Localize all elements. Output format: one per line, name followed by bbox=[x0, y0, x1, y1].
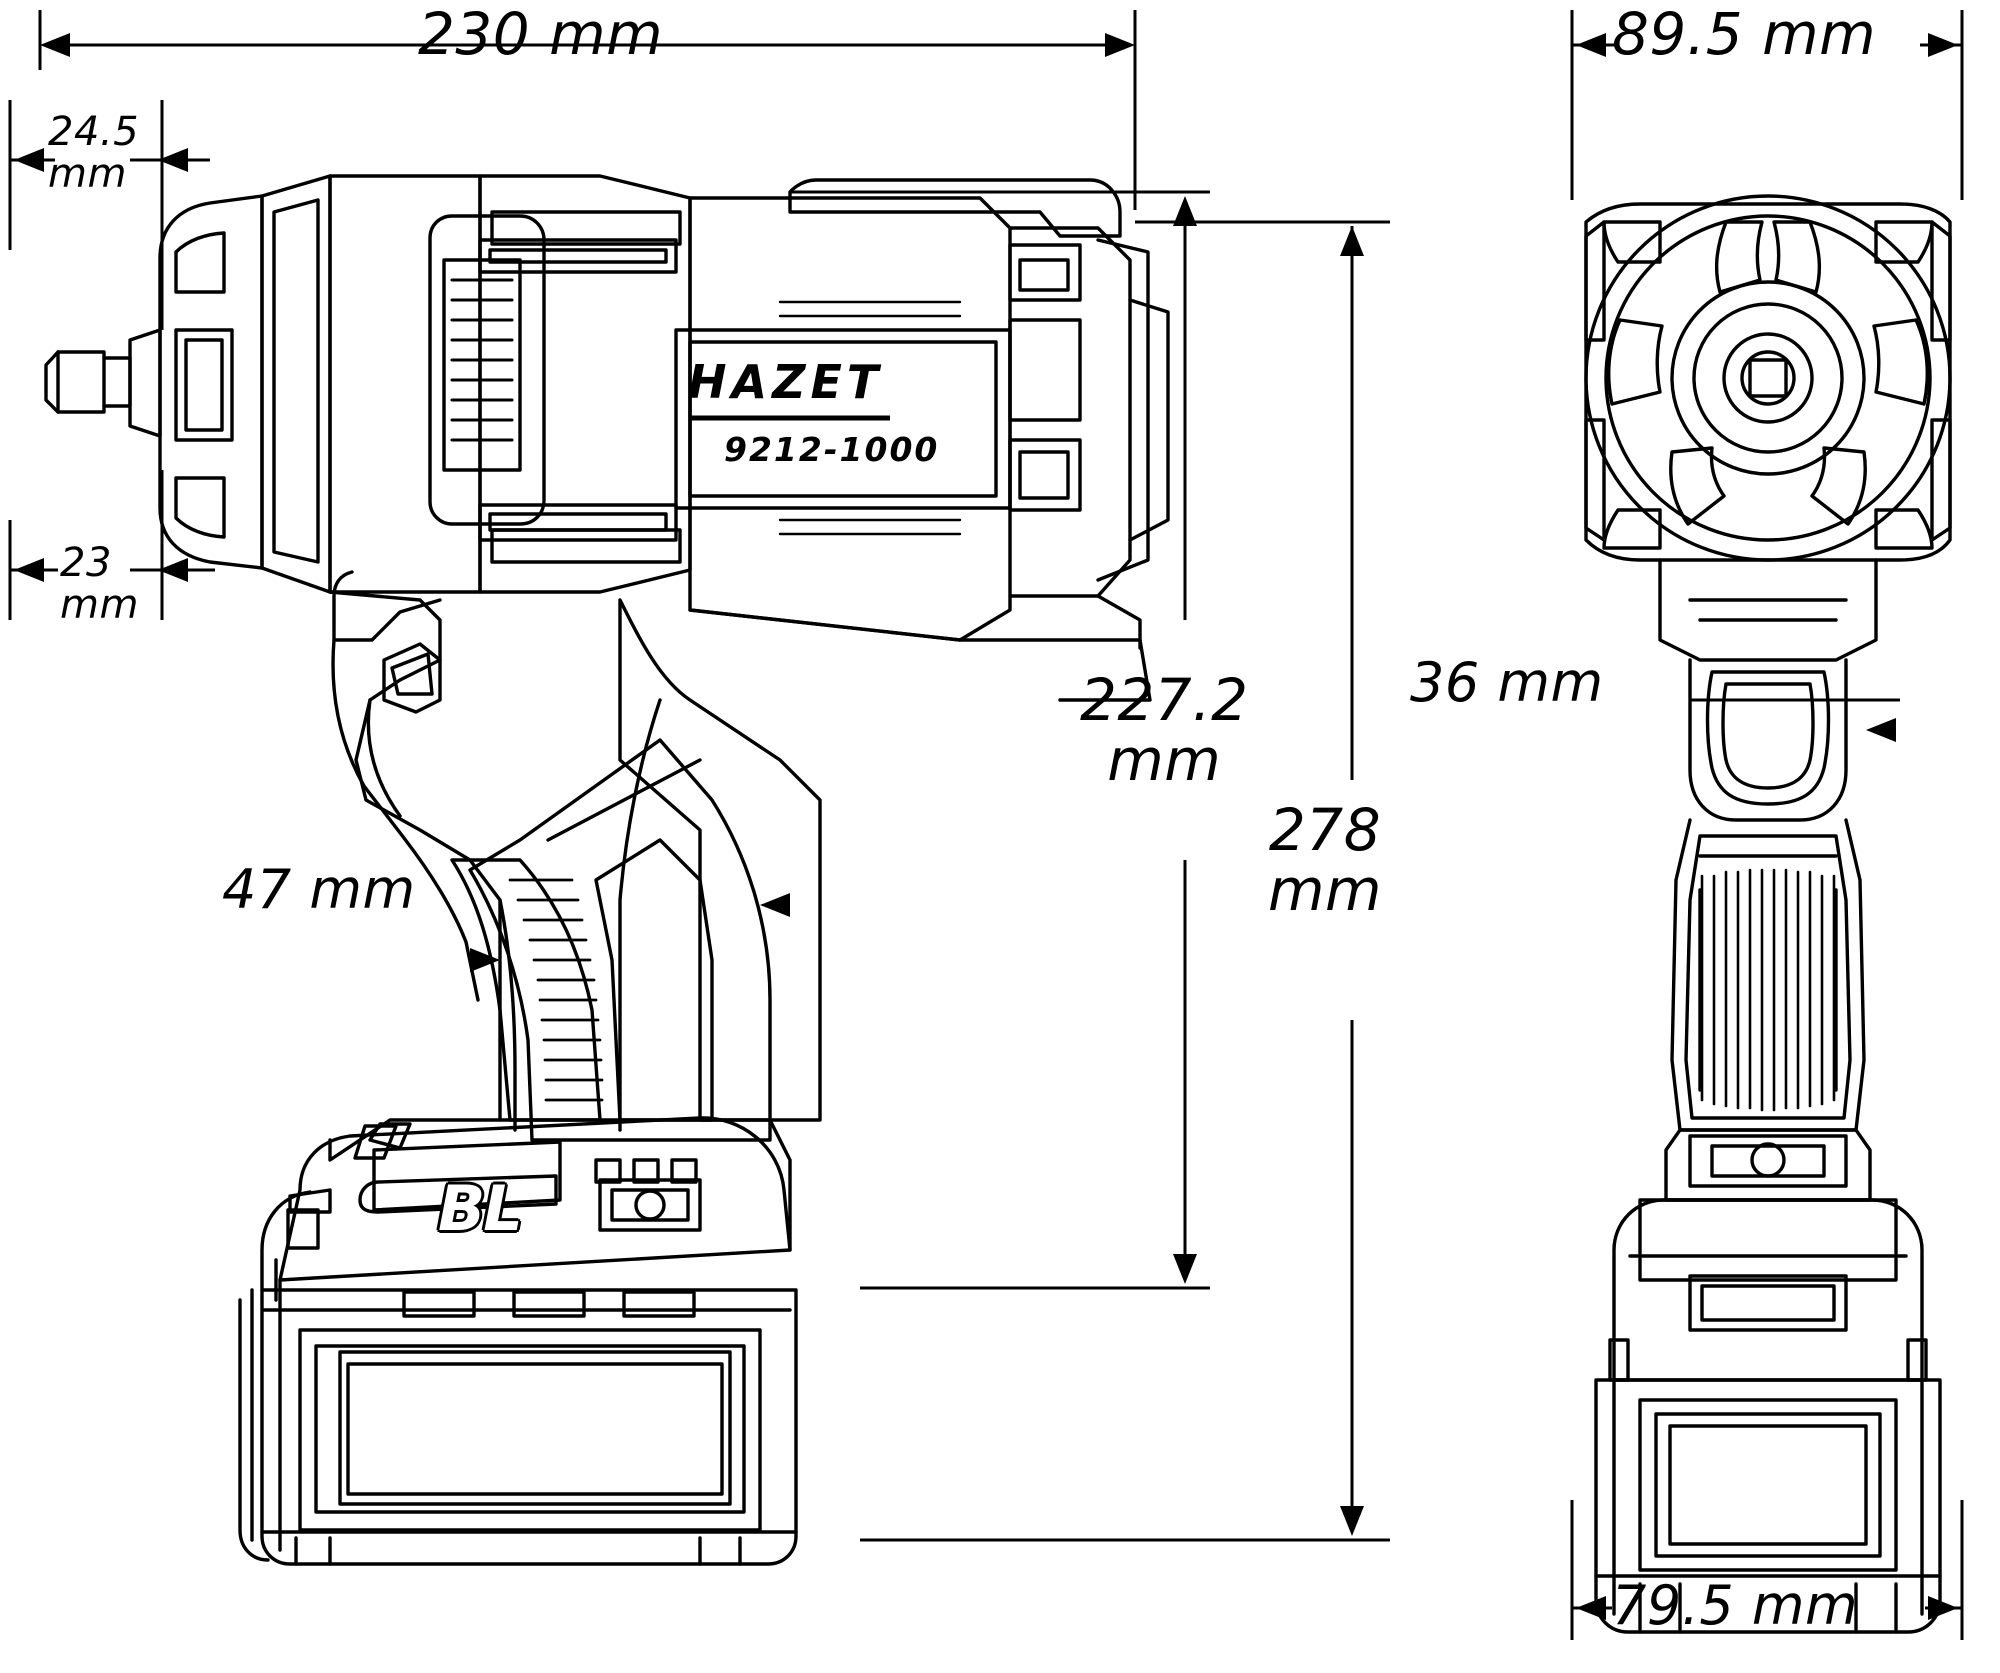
brushless-badge: BL bbox=[438, 1172, 523, 1245]
dimension-line-square-drive-length bbox=[8, 100, 210, 330]
dimension-line-body-height bbox=[790, 190, 1210, 1290]
dimension-label-grip-depth: 36 mm bbox=[1410, 651, 1604, 714]
dimension-line-head-width bbox=[1570, 10, 1964, 200]
dimension-label-head-width: 89.5 mm bbox=[1612, 0, 1877, 68]
dimension-label-square-drive-length: 24.5 mm bbox=[48, 109, 140, 197]
dimension-line-overall-length bbox=[38, 10, 1137, 210]
dimension-label-overall-length: 230 mm bbox=[418, 0, 664, 68]
dimension-label-grip-width: 47 mm bbox=[222, 858, 416, 921]
dimension-line-square-drive-width bbox=[8, 470, 215, 620]
front-view-tool bbox=[1584, 194, 1952, 1634]
brand-logo-text: HAZET bbox=[688, 355, 884, 409]
dimension-label-overall-height: 278 mm bbox=[1268, 796, 1382, 925]
model-number-text: 9212-1000 bbox=[724, 430, 940, 469]
side-view-tool bbox=[44, 174, 1170, 1566]
dimension-line-overall-height bbox=[860, 220, 1390, 1542]
dimension-label-square-drive-width: 23 mm bbox=[60, 540, 139, 628]
dimension-line-grip-width bbox=[470, 893, 790, 972]
dimension-label-body-height: 227.2 mm bbox=[1080, 666, 1249, 795]
dimension-label-battery-width: 79.5 mm bbox=[1612, 1574, 1859, 1637]
